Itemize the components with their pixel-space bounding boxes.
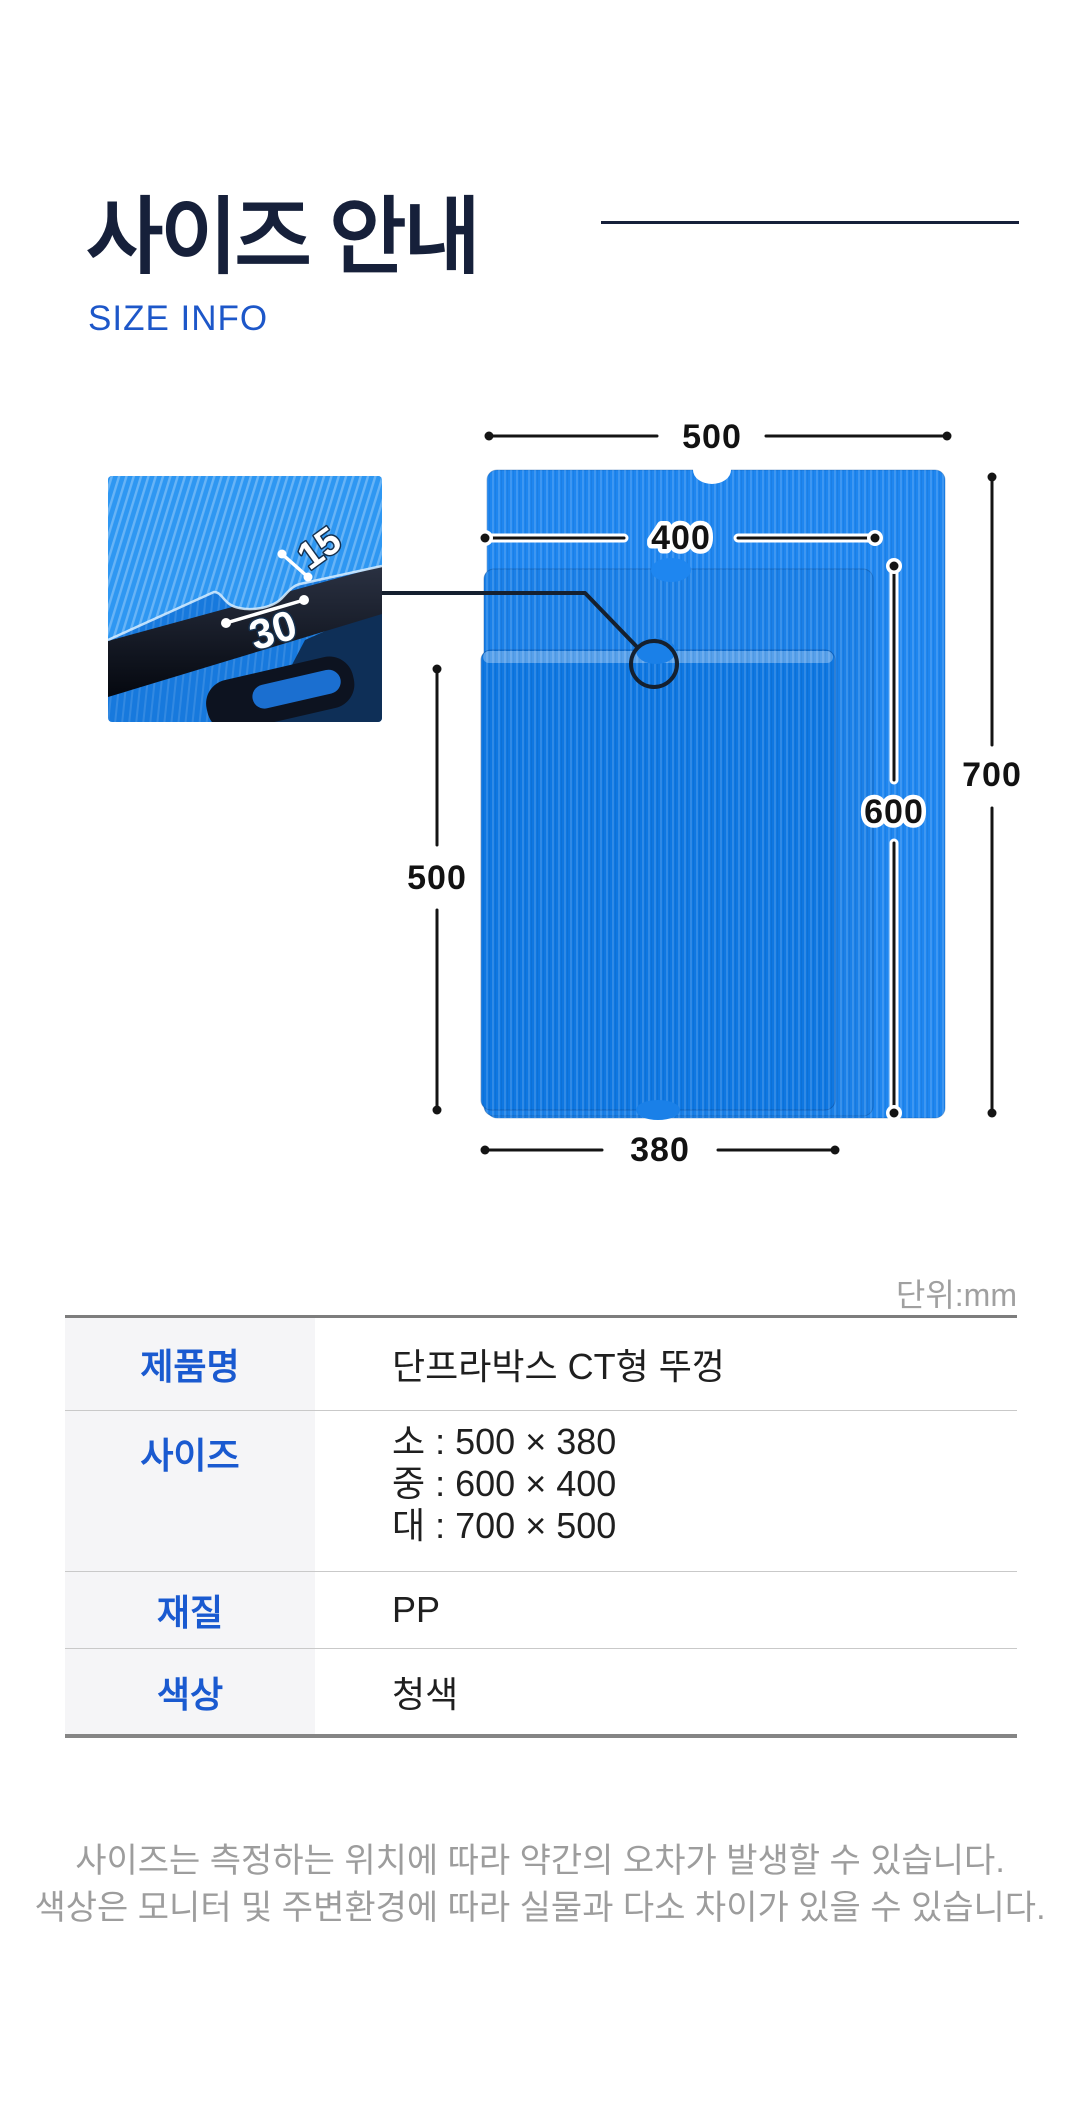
dim-width-medium: 400 bbox=[477, 515, 883, 562]
lid-small-500x380 bbox=[480, 638, 836, 1120]
title-rule bbox=[601, 221, 1019, 224]
disclaimer-line-2: 색상은 모니터 및 주변환경에 따라 실물과 다소 차이가 있을 수 있습니다. bbox=[34, 1889, 1046, 1927]
spec-label-color: 색상 bbox=[65, 1649, 315, 1734]
dim-height-small-label: 500 bbox=[407, 859, 467, 897]
dim-height-medium-label: 600 bbox=[864, 793, 924, 831]
unit-note: 단위:mm bbox=[895, 1277, 1017, 1313]
inset-rim-band bbox=[108, 566, 382, 697]
spec-label-product-name: 제품명 bbox=[65, 1318, 315, 1410]
table-row-color: 색상 청색 bbox=[65, 1649, 1017, 1734]
dim-height-small: 500 bbox=[407, 664, 467, 1115]
spec-value-size: 소 : 500 × 380 중 : 600 × 400 대 : 700 × 50… bbox=[315, 1411, 1017, 1571]
table-row-material: 재질 PP bbox=[65, 1572, 1017, 1649]
lid-small-bottom-notch bbox=[636, 1100, 680, 1120]
lid-stack bbox=[480, 456, 946, 1120]
inset-strap-clip bbox=[206, 656, 355, 722]
inset-lid-edge-highlight bbox=[108, 564, 382, 642]
table-row-product: 제품명 단프라박스 CT형 뚜껑 bbox=[65, 1318, 1017, 1411]
table-row-size: 사이즈 소 : 500 × 380 중 : 600 × 400 대 : 700 … bbox=[65, 1411, 1017, 1572]
size-option-large: 대 : 700 × 500 bbox=[392, 1505, 617, 1546]
spec-table: 제품명 단프라박스 CT형 뚜껑 사이즈 소 : 500 × 380 중 : 6… bbox=[65, 1315, 1017, 1738]
dim-width-medium-label: 400 bbox=[651, 519, 711, 557]
lid-medium-notch bbox=[651, 558, 691, 582]
spec-value-product-name: 단프라박스 CT형 뚜껑 bbox=[392, 1346, 725, 1387]
corner-detail-inset: 15 30 bbox=[108, 476, 382, 722]
dim-width-small: 380 bbox=[480, 1131, 840, 1169]
disclaimer-line-1: 사이즈는 측정하는 위치에 따라 약간의 오차가 발생할 수 있습니다. bbox=[75, 1842, 1005, 1880]
page-subtitle: SIZE INFO bbox=[88, 299, 269, 338]
notch-callout bbox=[382, 591, 679, 689]
dim-height-medium: 600 bbox=[860, 558, 927, 1121]
spec-label-size: 사이즈 bbox=[65, 1411, 315, 1571]
dim-width-small-label: 380 bbox=[630, 1131, 690, 1169]
lid-large-notch bbox=[693, 456, 731, 484]
disclaimer-notes: 사이즈는 측정하는 위치에 따라 약간의 오차가 발생할 수 있습니다. 색상은… bbox=[0, 1838, 1080, 1932]
spec-value-material: PP bbox=[392, 1589, 441, 1630]
size-option-medium: 중 : 600 × 400 bbox=[392, 1463, 617, 1504]
dim-width-large-label: 500 bbox=[682, 418, 742, 456]
notch-callout-circle bbox=[629, 639, 679, 689]
size-diagram: 500 400 700 600 bbox=[108, 418, 1022, 1169]
dim-width-large: 500 bbox=[484, 418, 952, 456]
spec-label-material: 재질 bbox=[65, 1572, 315, 1648]
dim-height-large: 700 bbox=[962, 472, 1022, 1118]
size-option-small: 소 : 500 × 380 bbox=[392, 1421, 617, 1462]
spec-value-color: 청색 bbox=[392, 1673, 459, 1715]
page-title: 사이즈 안내 bbox=[86, 190, 481, 284]
dim-height-large-label: 700 bbox=[962, 756, 1022, 794]
